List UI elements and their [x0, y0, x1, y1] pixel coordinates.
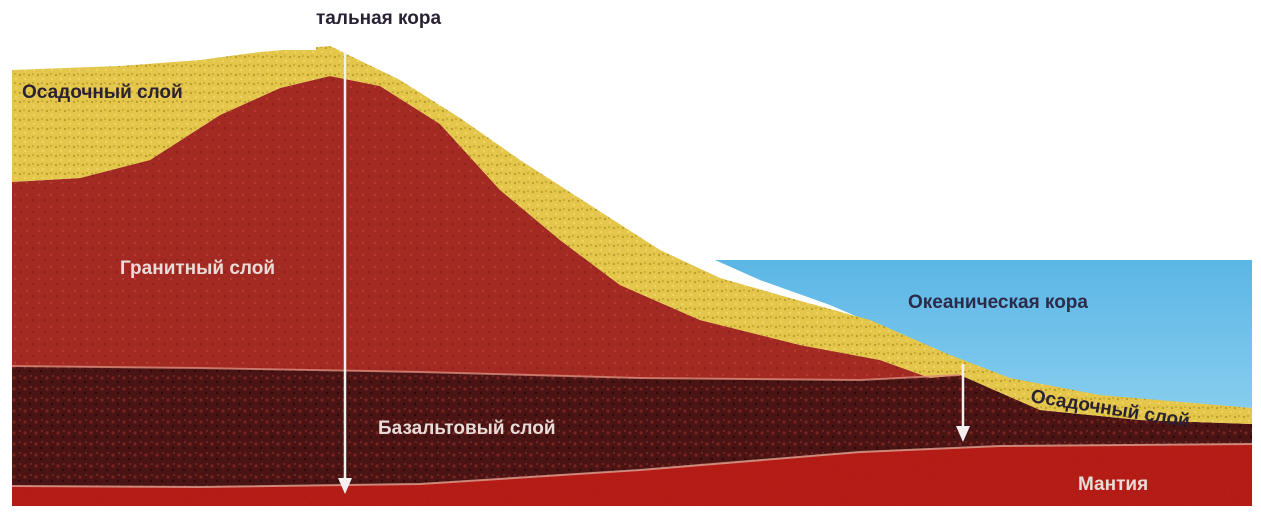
- label-oceanic-crust: Океаническая кора: [908, 292, 1088, 313]
- cropped-corner: [0, 0, 316, 50]
- label-continental-crust: тальная кора: [316, 8, 442, 29]
- label-sedimentary-left: Осадочный слой: [22, 82, 183, 103]
- label-basalt: Базальтовый слой: [378, 418, 556, 439]
- label-mantle: Мантия: [1078, 474, 1148, 495]
- label-granite: Гранитный слой: [120, 258, 275, 279]
